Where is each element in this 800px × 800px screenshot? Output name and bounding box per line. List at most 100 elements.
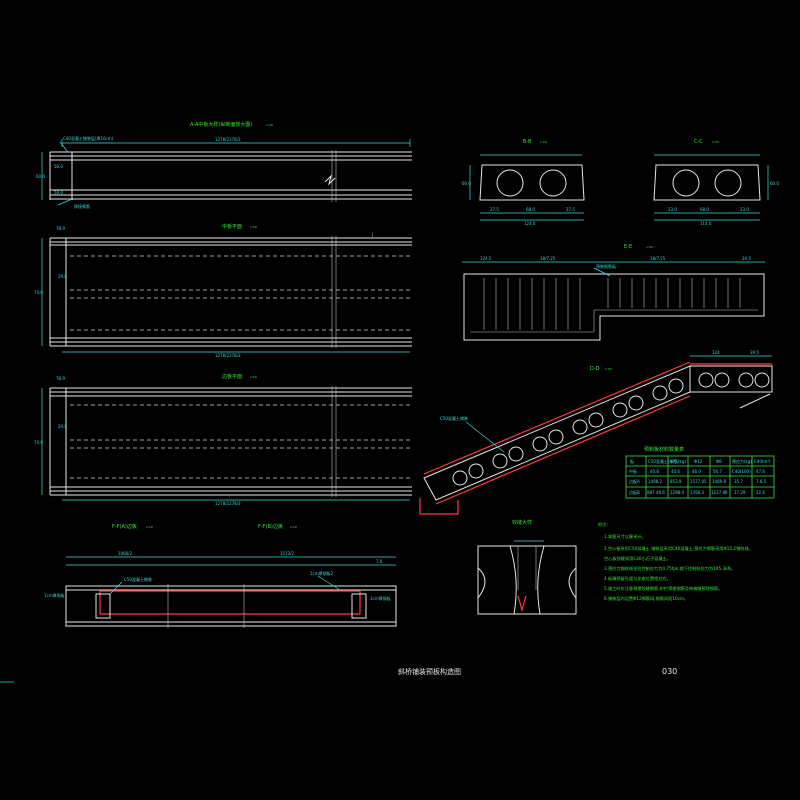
note-5: 4.板端预留孔道与支座位置相对应。 — [604, 575, 671, 582]
section-bb-view: B-B 1:20 60.0 27.5 68.0 27.5 124.0 — [462, 139, 585, 226]
table-cell-1-0: 边板A — [629, 478, 640, 484]
table-cell-2-1: 887.48.6 — [647, 490, 665, 495]
section-ff-dim-2: 1573/2 — [280, 551, 295, 556]
section-aa-tag-1: 56.0 — [54, 164, 63, 169]
section-bb-scale: 1:20 — [540, 140, 547, 144]
section-ff-left-title: F-F(A)边板 — [112, 523, 137, 530]
table-header-1: C50混凝土(m³) — [648, 458, 677, 464]
section-ff-left-scale: 1:20 — [146, 525, 153, 529]
table-cell-0-5: C40(100) — [732, 469, 751, 474]
section-ee-note: 预制钢筋板 — [596, 263, 616, 269]
plan-side-gap: 29.8 — [58, 424, 67, 429]
section-bb-dim-1: 27.5 — [490, 207, 499, 212]
table-cell-1-3: 1577.05 — [690, 479, 707, 484]
section-cc-width: 114.0 — [700, 221, 712, 226]
section-dd-label: C50混凝土铺装 — [440, 415, 468, 421]
plan-mid-title: 中板平面 — [222, 223, 242, 230]
table-cell-0-0: 中板 — [629, 468, 637, 474]
section-bb-height: 60.0 — [462, 181, 471, 186]
joint-detail-view: 铰缝大样 — [477, 519, 577, 615]
section-bb-dim-3: 27.5 — [566, 207, 575, 212]
table-header-2: 钢筋(kg) — [670, 458, 686, 464]
section-ff-right-scale: 1:20 — [290, 525, 297, 529]
plan-side-scale: 1:50 — [250, 375, 257, 379]
section-bb-dim-2: 68.0 — [526, 207, 535, 212]
note-4: 3.预应力钢绞线张拉控制应力为0.75fpk,锚下控制张拉力为195.3kN。 — [604, 565, 735, 572]
table-header-4: Φ8 — [716, 459, 722, 464]
table-header-5: 预应力(kg) — [732, 458, 752, 464]
section-ee-title: E-E — [624, 244, 632, 250]
note-7: 6.铺装层内设置Φ12钢筋网,钢筋间距10cm。 — [604, 595, 688, 602]
plan-side-title: 边板平面 — [222, 373, 242, 380]
table-header-0: 板 — [630, 458, 634, 464]
section-dd-title: D-D — [590, 366, 600, 372]
section-ff-label-2: 1cm厚钢板2 — [310, 570, 334, 576]
section-dd-voids — [452, 378, 684, 486]
section-ff-right-title: F-F(B)边板 — [258, 523, 283, 530]
section-ee-scale: 1:50 — [646, 245, 653, 249]
table-cell-1-6: 7.6.5 — [756, 479, 767, 484]
section-ee-dim-4: 34.5 — [742, 256, 751, 261]
plan-mid-scale: 1:50 — [250, 225, 257, 229]
section-aa-scale: 1:20 — [266, 123, 273, 127]
section-aa-tag-2: 50.0 — [54, 190, 63, 195]
plan-mid-length: 1278/2278/3 — [215, 353, 241, 358]
section-dd-view: D-D 1:50 124 39.5 — [419, 350, 773, 515]
notes-title: 附注: — [598, 521, 608, 528]
section-ee-dim-3: 18/7.25 — [650, 256, 666, 261]
section-cc-height: 60.0 — [770, 181, 779, 186]
table-cell-2-2: 1298.4 — [670, 490, 684, 495]
material-table: 预制板材料数量表 板 C50混凝土(m³) 钢筋(kg) Φ12 Φ8 预应力(… — [625, 446, 775, 499]
section-cc-dim-2: 68.0 — [700, 207, 709, 212]
table-cell-0-1: 40.8 — [650, 469, 659, 474]
section-aa-left-dim: 60.0 — [36, 174, 45, 179]
table-cell-2-0: 边板B — [629, 489, 640, 495]
note-2: 2.空心板采用C50混凝土,铺装层采用C40混凝土,预应力钢筋采用Φ15.2钢绞… — [604, 545, 753, 552]
section-bb-title: B-B — [523, 139, 532, 145]
table-header-6: C40(m³) — [754, 459, 771, 464]
section-cc-dim-1: 23.0 — [668, 207, 677, 212]
table-cell-2-3: 1356.3 — [690, 490, 704, 495]
table-cell-1-1: 1498.2 — [648, 479, 662, 484]
section-cc-scale: 1:20 — [712, 140, 719, 144]
table-cell-1-4: 1469.8 — [712, 479, 726, 484]
plan-mid-view: 中板平面 1:50 74.6 78.9 29.8 1278/2278/3 | — [34, 223, 412, 358]
section-dd-scale: 1:50 — [605, 367, 612, 371]
section-ff-side-1: 1cm厚钢板 — [44, 592, 65, 598]
section-ee-dim-2: 18/7.25 — [540, 256, 556, 261]
notes-block: 附注: 1.本图尺寸以厘米计。 2.空心板采用C50混凝土,铺装层采用C40混凝… — [598, 521, 753, 602]
section-ee-dim-1: 124.5 — [480, 256, 492, 261]
section-ff-dim-3: 7.0 — [376, 559, 383, 564]
table-cell-2-5: 17.29 — [734, 490, 746, 495]
section-ff-side-2: 1cm厚钢板 — [370, 595, 391, 601]
table-cell-0-3: 46.0 — [692, 469, 701, 474]
table-cell-1-2: 853.9 — [670, 479, 682, 484]
section-aa-view: A-A中板大样(纵断面放大图) 1:20 1278/2278/3 60.0 C4… — [36, 121, 412, 209]
table-title: 预制板材料数量表 — [644, 446, 684, 453]
section-ff-view: F-F(A)边板 1:20 F-F(B)边板 1:20 1066/2 1573/… — [44, 523, 397, 628]
table-cell-1-5: 35.7 — [734, 479, 743, 484]
sheet-number: 030 — [662, 667, 677, 676]
section-cc-view: C-C 1:20 60.0 23.0 68.0 23.0 114.0 — [653, 139, 779, 226]
section-aa-title: A-A中板大样(纵断面放大图) — [190, 121, 252, 128]
plan-mid-dim: 74.6 — [34, 290, 43, 295]
section-ee-rebars — [483, 278, 741, 330]
table-header-3: Φ12 — [694, 459, 703, 464]
note-3: 空心板铰缝采用C40小石子混凝土。 — [604, 555, 671, 562]
table-cell-0-4: 56.7 — [713, 469, 722, 474]
section-ee-view: E-E 1:50 124.5 18/7.25 18/7.25 34.5 — [462, 244, 765, 341]
plan-side-dim: 74.6 — [34, 440, 43, 445]
section-dd-dim-2: 39.5 — [750, 350, 759, 355]
plan-side-length: 1278/2278/3 — [215, 501, 241, 506]
section-bb-width: 124.0 — [524, 221, 536, 226]
section-aa-ann: 焊接钢筋 — [74, 203, 90, 209]
section-ff-dim-1: 1066/2 — [118, 551, 133, 556]
plan-mid-left: 78.9 — [56, 226, 65, 231]
note-6: 5.施工时应注意预埋铰缝钢筋,护栏预埋钢筋及伸缩缝预埋钢筋。 — [604, 585, 722, 592]
section-aa-length: 1278/2278/3 — [215, 137, 241, 142]
plan-side-left: 78.9 — [56, 376, 65, 381]
section-cc-title: C-C — [694, 139, 703, 145]
table-cell-0-6: 47.6 — [756, 469, 765, 474]
plan-mid-cut-mark: | — [372, 232, 373, 237]
